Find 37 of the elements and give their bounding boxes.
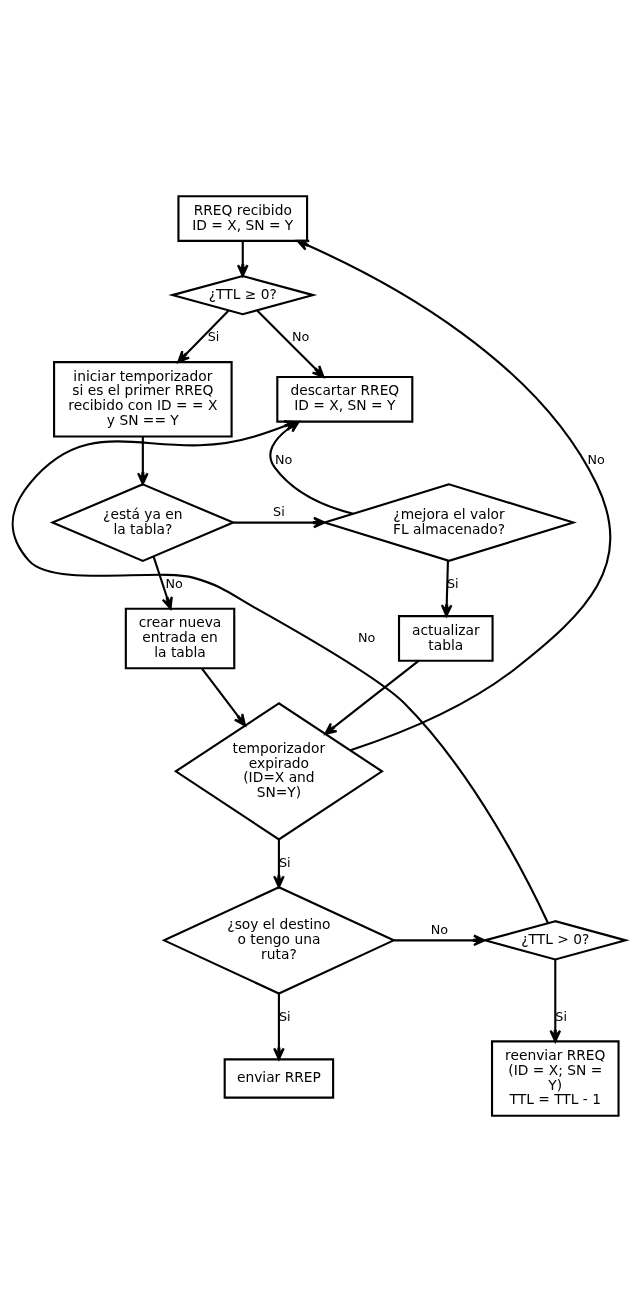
node-diamond: ¿TTL ≥ 0?	[168, 274, 318, 316]
edge-label: No	[587, 451, 605, 467]
edge-label: Si	[278, 854, 291, 870]
node-diamond: ¿está ya en la tabla?	[49, 483, 236, 562]
edge-label: Si	[278, 1008, 291, 1024]
node-box: crear nueva entrada en la tabla	[124, 607, 236, 670]
arrow	[256, 310, 325, 378]
node-box: enviar RREP	[223, 1058, 335, 1099]
arrow	[177, 310, 230, 364]
edge-label: No	[292, 329, 310, 345]
arrow	[440, 560, 453, 617]
arrow	[152, 556, 173, 610]
edge-label: No	[275, 451, 293, 467]
arrow	[201, 667, 247, 727]
edge-label: No	[357, 629, 376, 645]
node-box: RREQ recibido ID = X, SN = Y	[177, 195, 309, 242]
edge-label: No	[430, 921, 449, 937]
arrow	[393, 934, 486, 947]
node-diamond: temporizador expirado (ID=X and SN=Y)	[173, 702, 384, 841]
edge-label: Si	[446, 576, 459, 592]
node-box: descartar RREQ ID = X, SN = Y	[276, 375, 414, 423]
arrow	[273, 839, 285, 889]
arrow	[549, 959, 562, 1043]
edge-label: Si	[555, 1008, 567, 1024]
node-box: iniciar temporizador si es el primer RREQ recibido con ID = = X y SN == Y	[53, 361, 233, 438]
edge-label: No	[165, 576, 183, 592]
arrow	[296, 239, 612, 752]
arrow	[324, 660, 420, 735]
node-box: actualizar tabla	[397, 615, 494, 662]
node-diamond: ¿soy el destino o tengo una ruta?	[161, 886, 397, 995]
arrow	[137, 436, 149, 485]
arrow	[273, 993, 285, 1061]
arrow	[236, 241, 249, 277]
edge-label: Si	[207, 329, 220, 345]
node-box: reenviar RREQ (ID = X; SN = Y) TTL = TTL - 1	[490, 1040, 620, 1117]
arrow	[233, 516, 326, 529]
edge-label: Si	[273, 503, 285, 519]
